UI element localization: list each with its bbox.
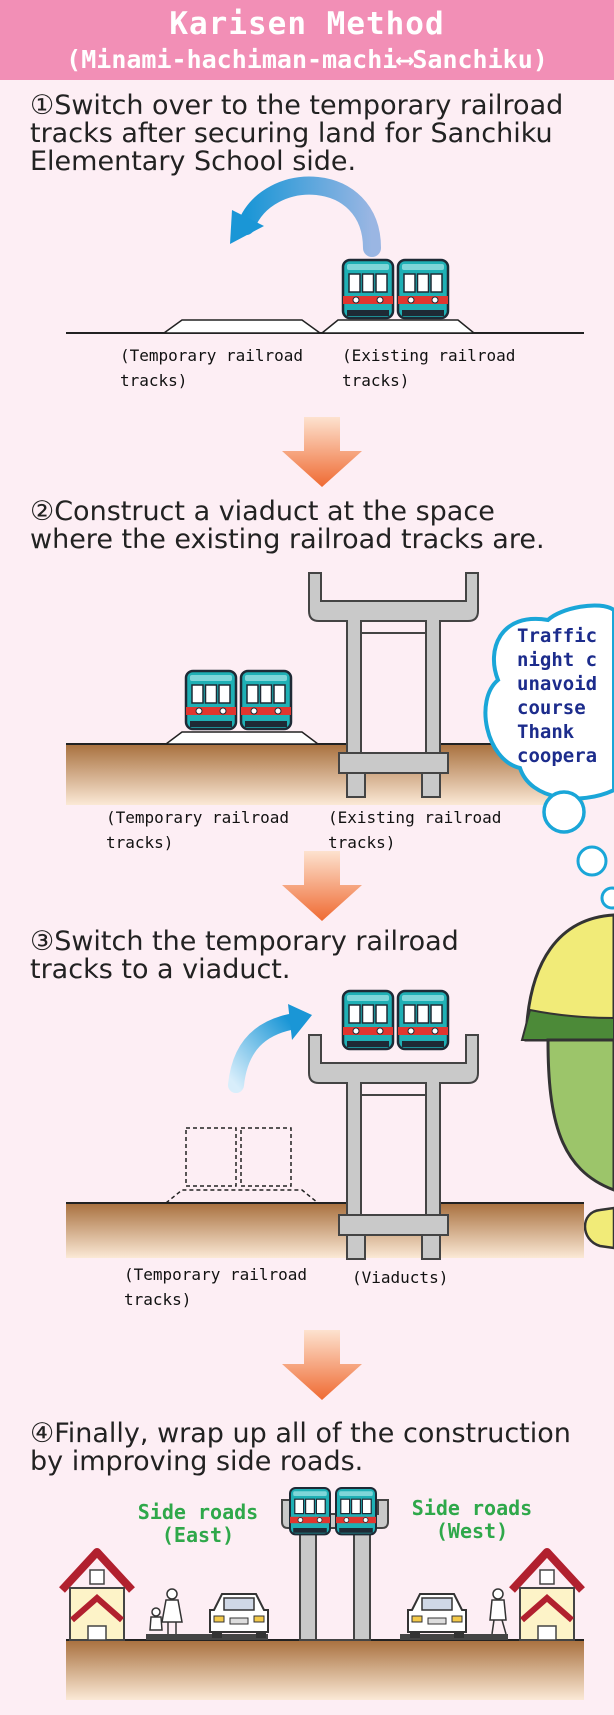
ground (66, 1203, 584, 1258)
step-3-diagram (66, 991, 584, 1260)
speech-bubble (483, 603, 614, 910)
side-roads-east-label: Side roads (East) (137, 1500, 259, 1547)
temporary-tracks-label: (Temporary railroad tracks) (106, 808, 290, 852)
step-4-diagram (62, 1486, 584, 1700)
train-icon (334, 1486, 378, 1536)
temporary-track-bed (161, 319, 323, 334)
viaducts-label: (Viaducts) (352, 1268, 449, 1287)
house-icon (62, 1552, 132, 1640)
step-1-text: ①Switch over to the temporary railroad t… (30, 90, 564, 177)
page-title: Karisen Method (169, 6, 445, 42)
existing-tracks-label: (Existing railroad tracks) (342, 346, 516, 390)
title-banner: Karisen Method (Minami-hachiman-machi⟷Sa… (0, 0, 614, 80)
step-1-diagram (66, 176, 584, 334)
step-3-text: ③Switch the temporary railroad tracks to… (30, 926, 459, 985)
down-arrow-icon (282, 851, 362, 921)
existing-tracks-label: (Existing railroad tracks) (328, 808, 502, 852)
down-arrow-icon (282, 417, 362, 487)
step-4-text: ④Finally, wrap up all of the constructio… (30, 1418, 571, 1477)
car-icon (407, 1593, 467, 1639)
train-icon (343, 991, 448, 1049)
ground (66, 744, 584, 805)
side-roads-west-label: Side roads (West) (411, 1496, 533, 1543)
step-2-text: ②Construct a viaduct at the space where … (30, 496, 545, 555)
pedestrian-icon (489, 1588, 507, 1635)
speech-bubble-text: Traffic night c unavoid course Thank coo… (517, 625, 598, 767)
existing-track-bed (319, 319, 477, 334)
switch-arrowhead (288, 1004, 312, 1040)
switch-arrow (228, 1014, 298, 1093)
removed-train-outline (185, 1127, 237, 1187)
switch-arrow (237, 176, 381, 257)
train-icon (186, 671, 291, 729)
mascot-character (520, 913, 614, 1250)
car-icon (209, 1593, 269, 1639)
train-icon (343, 260, 448, 318)
step-2-diagram (66, 572, 614, 910)
switch-arrowhead (230, 210, 264, 244)
temporary-track-bed (163, 731, 321, 745)
house-icon (512, 1552, 582, 1640)
removed-track-bed (163, 1189, 321, 1204)
down-arrow-icon (282, 1330, 362, 1400)
temporary-tracks-label: (Temporary railroad tracks) (120, 346, 304, 390)
pedestrians-icon (149, 1588, 183, 1634)
removed-train-outline (240, 1127, 292, 1187)
temporary-tracks-label: (Temporary railroad tracks) (124, 1265, 308, 1309)
train-icon (288, 1486, 332, 1536)
page-subtitle: (Minami-hachiman-machi⟷Sanchiku) (66, 45, 548, 74)
ground (66, 1640, 584, 1700)
side-road-east (146, 1634, 268, 1640)
